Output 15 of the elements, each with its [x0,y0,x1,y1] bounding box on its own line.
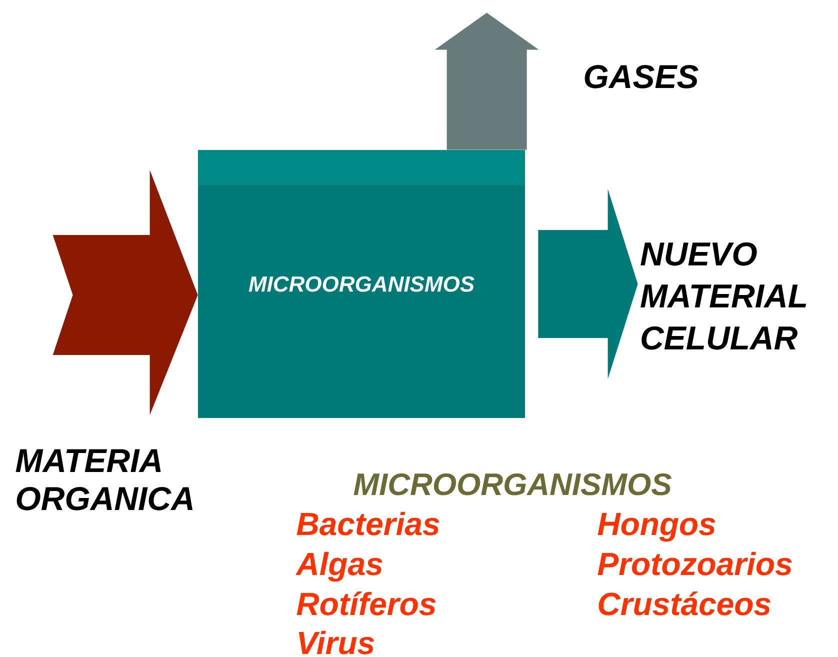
list-item: Protozoarios [598,552,792,576]
list-item: Bacterias [296,512,440,536]
list-heading: MICROORGANISMOS [354,473,672,496]
block-arrow [434,12,539,150]
process-box: MICROORGANISMOS [198,150,525,418]
arrow-label: GASES [584,64,698,88]
list-item: Hongos [598,513,716,542]
block-arrow [538,189,638,379]
block-arrow [52,170,198,415]
list-item: Virus [298,630,374,654]
list-item: Crustáceos [598,592,770,616]
arrow-label: MATERIA ORGANICA [16,449,192,510]
list-item: Algas [296,552,382,582]
output-label: NUEVO MATERIAL CELULAR [640,242,806,350]
list-item: Rotíferos [296,592,436,616]
